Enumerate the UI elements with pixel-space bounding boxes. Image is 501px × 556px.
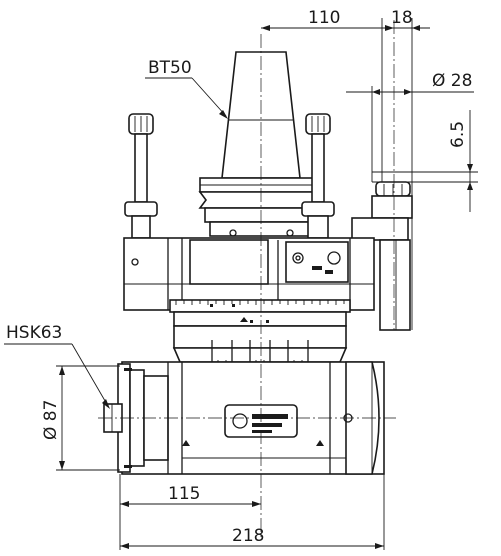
- dim-6-5: 6.5: [448, 121, 468, 148]
- dim-115: 115: [168, 484, 200, 504]
- dim-diameter-28: Ø 28: [432, 71, 472, 91]
- upper-housing: [123, 229, 375, 327]
- left-stud: [124, 113, 158, 239]
- dim-diameter-87: Ø 87: [41, 400, 61, 440]
- dim-110: 110: [308, 8, 340, 28]
- dim-218: 218: [232, 526, 264, 546]
- right-stud: [301, 113, 335, 239]
- dim-18: 18: [391, 8, 413, 28]
- label-hsk63: HSK63: [6, 323, 62, 343]
- leader-labels: BT50 HSK63: [4, 58, 228, 409]
- center-lines: [98, 20, 396, 540]
- dimensions: 110 18 Ø 28 6.5 Ø 87 115 218: [41, 8, 478, 550]
- label-bt50: BT50: [148, 58, 192, 78]
